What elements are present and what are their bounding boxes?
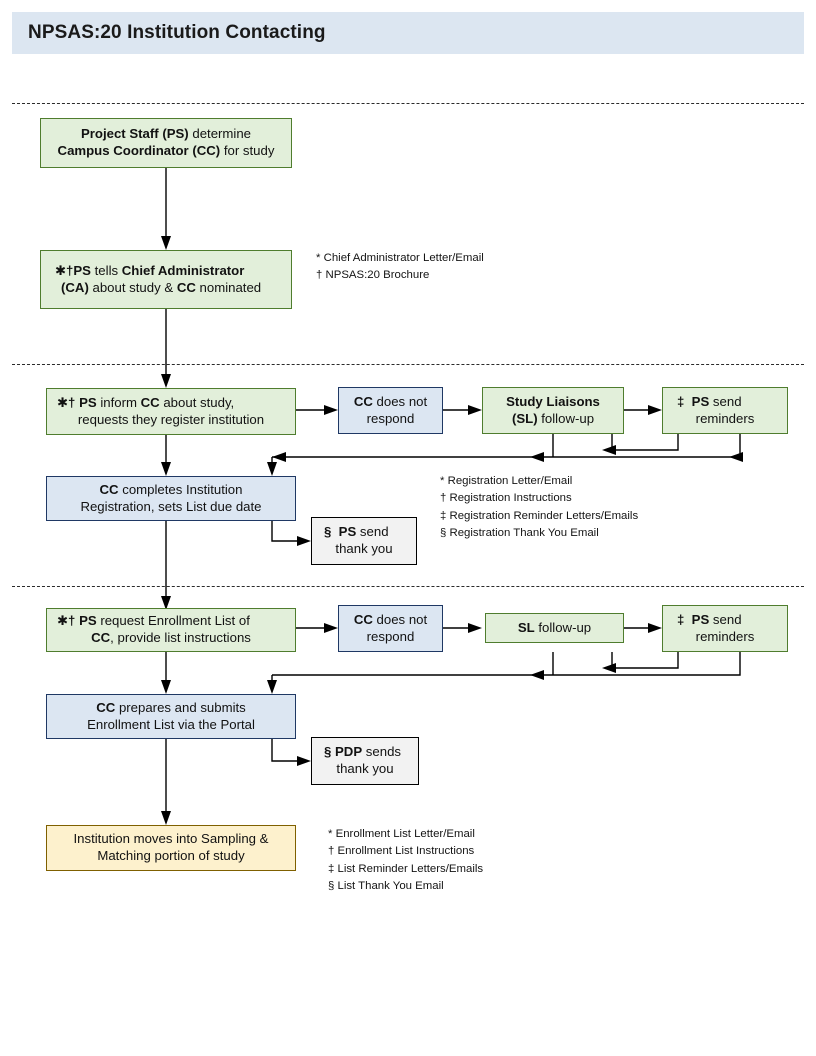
footnote-symbols: ✱† <box>55 262 74 278</box>
legend-item: † NPSAS:20 Brochure <box>316 269 430 282</box>
section-divider-3 <box>12 586 804 587</box>
node-text: nominated <box>195 279 262 295</box>
node-text-bold: (CA) <box>61 279 89 295</box>
node-ps-inform-cc-register[interactable]: ✱† PS inform CC about study, requests th… <box>46 388 296 435</box>
node-text: Registration, sets List due date <box>80 498 262 514</box>
node-text-bold: CC <box>96 699 116 715</box>
node-text-bold: CC <box>91 630 111 645</box>
node-ps-send-reminders-list[interactable]: ‡ PS send reminders <box>662 605 788 652</box>
node-ps-request-enrollment-list[interactable]: ✱† PS request Enrollment List of CC, pro… <box>46 608 296 652</box>
section-divider-1 <box>12 103 804 104</box>
legend-item: ‡ Registration Reminder Letters/Emails <box>440 509 639 522</box>
node-text: , provide list instructions <box>110 630 251 645</box>
node-text: reminders <box>695 410 755 426</box>
node-text: request Enrollment List of <box>96 613 250 629</box>
node-text: thank you <box>335 541 393 556</box>
legend-section-3: * Enrollment List Letter/Email † Enrollm… <box>328 826 483 895</box>
node-text: sends <box>362 744 401 760</box>
node-text-bold: PS <box>79 394 97 410</box>
node-text-bold: Project Staff (PS) <box>80 126 189 142</box>
node-text: Matching portion of study <box>97 848 245 863</box>
node-text: about study & <box>88 279 177 295</box>
node-text: send <box>709 611 742 627</box>
node-text: determine <box>188 126 252 142</box>
legend-item: * Registration Letter/Email <box>440 475 573 487</box>
node-study-liaisons-followup[interactable]: Study Liaisons (SL) follow-up <box>482 387 624 434</box>
node-text: requests they register institution <box>77 411 265 427</box>
node-cc-does-not-respond-registration[interactable]: CC does not respond <box>338 387 443 434</box>
node-cc-prepares-enrollment-list[interactable]: CC prepares and submits Enrollment List … <box>46 694 296 739</box>
footnote-symbols: ‡ <box>677 611 685 627</box>
node-text: send <box>709 393 742 409</box>
legend-item: † Enrollment List Instructions <box>328 845 475 858</box>
node-text: about study, <box>159 394 235 410</box>
node-ps-send-reminders-registration[interactable]: ‡ PS send reminders <box>662 387 788 434</box>
node-ps-tells-chief-administrator[interactable]: ✱†PS tells Chief Administrator (CA) abou… <box>40 250 292 309</box>
node-text-bold: PDP <box>335 744 363 760</box>
node-text: follow-up <box>537 410 595 426</box>
node-text: for study <box>220 143 275 158</box>
node-text: tells <box>90 262 122 278</box>
node-text-bold: CC <box>353 611 373 627</box>
node-text-bold: PS <box>79 613 97 629</box>
page-title-bar: NPSAS:20 Institution Contacting <box>12 12 804 54</box>
page-title: NPSAS:20 Institution Contacting <box>28 22 326 43</box>
node-text: does not <box>372 393 428 409</box>
node-institution-moves-to-sampling[interactable]: Institution moves into Sampling & Matchi… <box>46 825 296 871</box>
node-text-bold: PS <box>691 611 710 627</box>
node-text-bold: PS <box>338 524 357 540</box>
legend-item: § List Thank You Email <box>328 879 444 892</box>
node-text-bold: PS <box>691 393 710 409</box>
node-text: respond <box>366 410 415 426</box>
legend-section-1: * Chief Administrator Letter/Email † NPS… <box>316 250 484 285</box>
footnote-symbols: ✱† <box>57 394 76 410</box>
node-cc-completes-institution-registration[interactable]: CC completes Institution Registration, s… <box>46 476 296 521</box>
legend-item: * Enrollment List Letter/Email <box>328 828 475 840</box>
node-text: inform <box>96 394 141 410</box>
node-text: Enrollment List via the Portal <box>87 716 255 732</box>
node-text: Institution moves into Sampling & <box>73 831 269 847</box>
node-text-bold: Study Liaisons <box>506 393 600 409</box>
legend-item: § Registration Thank You Email <box>440 526 599 539</box>
legend-item: * Chief Administrator Letter/Email <box>316 252 484 264</box>
footnote-symbols: ‡ <box>677 393 685 409</box>
node-text: reminders <box>695 628 755 644</box>
node-cc-does-not-respond-list[interactable]: CC does not respond <box>338 605 443 652</box>
node-text: does not <box>372 611 428 627</box>
legend-section-2: * Registration Letter/Email † Registrati… <box>440 473 638 542</box>
node-text: follow-up <box>534 619 592 635</box>
node-text: respond <box>366 628 415 644</box>
node-text-bold: CC <box>353 393 373 409</box>
node-text-bold: Campus Coordinator (CC) <box>57 143 221 158</box>
node-text: completes Institution <box>118 481 243 497</box>
legend-item: ‡ List Reminder Letters/Emails <box>328 862 484 875</box>
section-divider-2 <box>12 364 804 365</box>
footnote-symbols: ✱† <box>57 613 76 629</box>
node-text-bold: PS <box>73 262 91 278</box>
node-pdp-sends-thank-you[interactable]: § PDP sends thank you <box>311 737 419 785</box>
node-text-bold: CC <box>140 394 160 410</box>
node-sl-followup-list[interactable]: SL follow-up <box>485 613 624 643</box>
legend-item: † Registration Instructions <box>440 492 572 505</box>
footnote-symbols: § <box>324 744 332 760</box>
footnote-symbols: § <box>324 524 332 540</box>
node-text-bold: CC <box>99 481 119 497</box>
node-text-bold: SL <box>517 619 535 635</box>
node-text: prepares and submits <box>115 699 246 715</box>
node-text-bold: CC <box>176 279 196 295</box>
node-text: thank you <box>336 761 394 776</box>
node-text-bold: Chief Administrator <box>121 262 245 278</box>
node-text: send <box>356 524 389 540</box>
node-text-bold: (SL) <box>511 410 538 426</box>
node-ps-send-thank-you[interactable]: § PS send thank you <box>311 517 417 565</box>
node-determine-campus-coordinator[interactable]: Project Staff (PS) determine Campus Coor… <box>40 118 292 168</box>
